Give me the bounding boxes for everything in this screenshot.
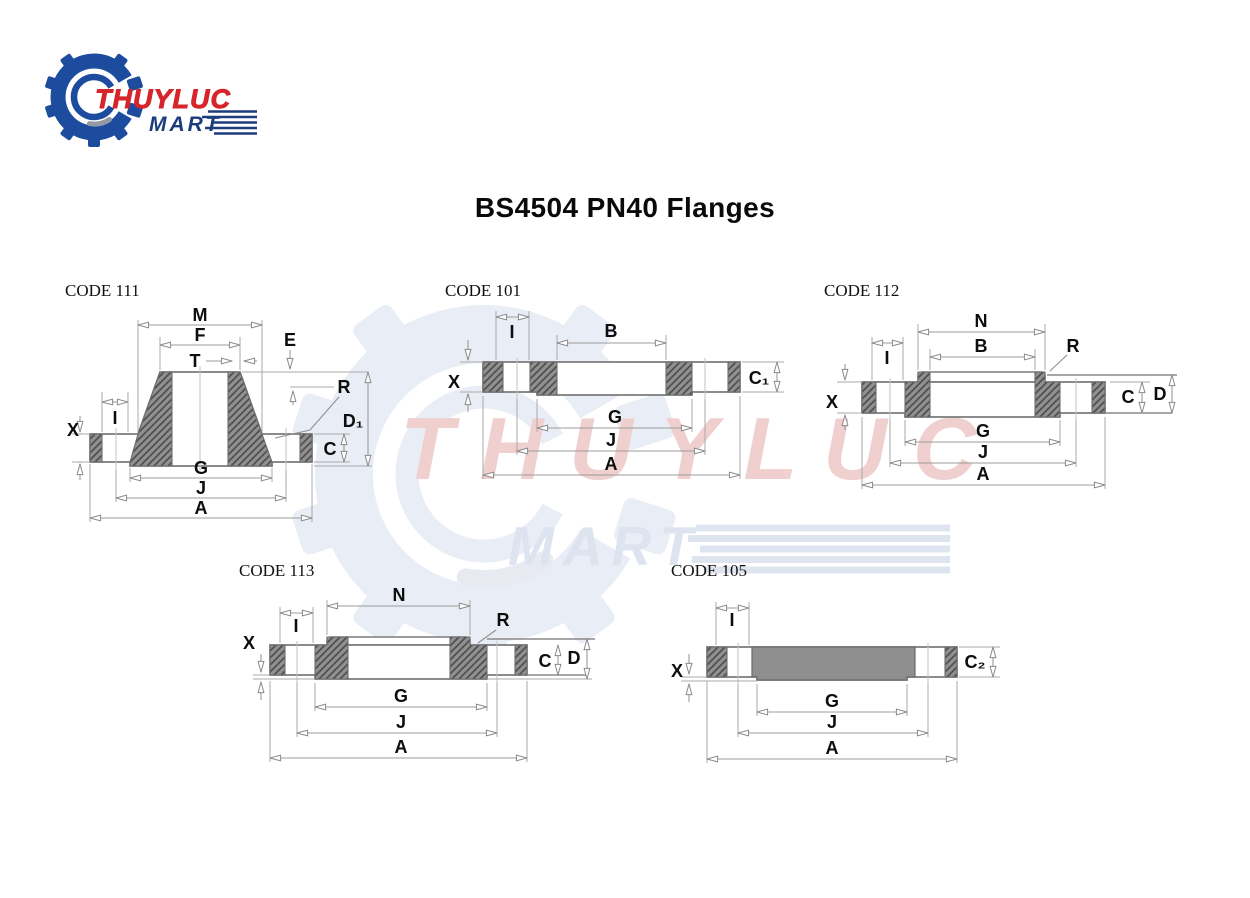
dim-label-C1: C₁ xyxy=(749,368,769,388)
dim-label-I: I xyxy=(729,610,734,630)
dim-label-C: C xyxy=(539,651,552,671)
dim-label-C2: C₂ xyxy=(965,652,986,672)
dimension-lines xyxy=(681,602,1000,763)
dim-label-A: A xyxy=(395,737,408,757)
diagram-code-105: CODE 105 I X C₂ G J A xyxy=(671,561,1000,763)
watermark-speed-lines xyxy=(688,524,950,574)
dim-label-N: N xyxy=(975,311,988,331)
flange-cross-section xyxy=(861,371,1177,420)
dim-label-X: X xyxy=(448,372,460,392)
dim-label-D1: D₁ xyxy=(343,411,363,431)
dim-label-R: R xyxy=(497,610,510,630)
dim-label-B: B xyxy=(975,336,988,356)
diagram-code-label: CODE 113 xyxy=(239,561,314,580)
dim-label-X: X xyxy=(243,633,255,653)
dim-label-D: D xyxy=(1154,384,1167,404)
dim-label-G: G xyxy=(608,407,622,427)
logo-speed-lines xyxy=(202,110,257,135)
dim-label-G: G xyxy=(394,686,408,706)
dim-label-G: G xyxy=(976,421,990,441)
diagram-code-label: CODE 112 xyxy=(824,281,899,300)
diagram-code-113: CODE 113 N I X R C D G J A xyxy=(239,561,595,762)
dim-label-G: G xyxy=(825,691,839,711)
dimension-lines xyxy=(837,324,1172,489)
dim-label-A: A xyxy=(826,738,839,758)
dim-label-T: T xyxy=(190,351,201,371)
diagram-code-label: CODE 101 xyxy=(445,281,521,300)
diagram-code-label: CODE 105 xyxy=(671,561,747,580)
dimension-lines xyxy=(460,311,784,479)
diagram-code-101: CODE 101 I B X C₁ G J A xyxy=(445,281,784,479)
dim-label-C: C xyxy=(324,439,337,459)
diagram-code-label: CODE 111 xyxy=(65,281,140,300)
dim-label-N: N xyxy=(393,585,406,605)
dim-label-D: D xyxy=(568,648,581,668)
logo-gear-icon xyxy=(45,53,143,147)
dimension-lines xyxy=(72,320,372,522)
diagram-code-112: CODE 112 N B I R X C D G xyxy=(824,281,1177,489)
flange-cross-section xyxy=(89,366,313,472)
dim-label-B: B xyxy=(605,321,618,341)
dim-label-R: R xyxy=(338,377,351,397)
dim-label-I: I xyxy=(112,408,117,428)
dimension-lines xyxy=(253,600,592,762)
dim-label-I: I xyxy=(884,348,889,368)
dim-label-I: I xyxy=(293,616,298,636)
diagram-code-111: CODE 111 M F xyxy=(65,281,372,522)
dim-label-C: C xyxy=(1122,387,1135,407)
dim-label-E: E xyxy=(284,330,296,350)
dim-label-X: X xyxy=(67,420,79,440)
logo-brand-text: THUYLUC xyxy=(95,84,231,114)
dim-label-G: G xyxy=(194,458,208,478)
dim-label-A: A xyxy=(977,464,990,484)
dim-label-J: J xyxy=(396,712,406,732)
dim-label-R: R xyxy=(1067,336,1080,356)
dim-label-J: J xyxy=(978,442,988,462)
flange-cross-section xyxy=(482,358,741,399)
watermark-sub-text: MART xyxy=(508,515,702,577)
flange-cross-section xyxy=(706,643,958,684)
page-title: BS4504 PN40 Flanges xyxy=(474,192,776,223)
dim-label-J: J xyxy=(606,430,616,450)
flange-cross-section xyxy=(269,636,595,682)
dim-label-A: A xyxy=(605,454,618,474)
dim-label-M: M xyxy=(193,305,208,325)
dim-label-A: A xyxy=(195,498,208,518)
company-logo: THUYLUC MART xyxy=(45,53,257,147)
dim-label-J: J xyxy=(827,712,837,732)
dim-label-X: X xyxy=(826,392,838,412)
dim-label-I: I xyxy=(509,322,514,342)
dim-label-J: J xyxy=(196,478,206,498)
dim-label-X: X xyxy=(671,661,683,681)
dim-label-F: F xyxy=(195,325,206,345)
logo-sub-text: MART xyxy=(149,113,221,136)
